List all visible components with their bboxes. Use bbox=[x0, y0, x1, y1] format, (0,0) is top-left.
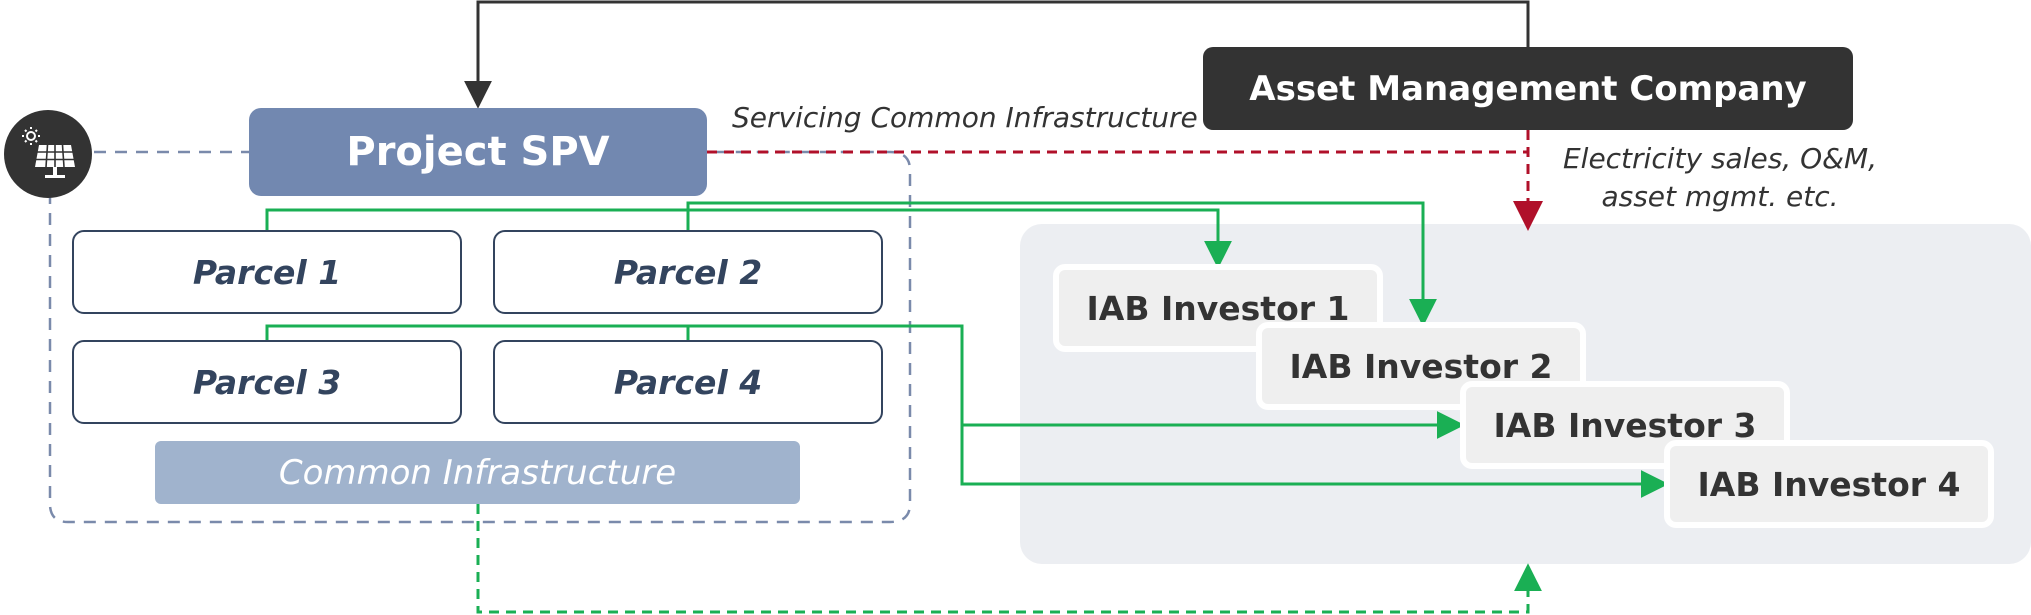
asset-management-company-label: Asset Management Company bbox=[1249, 68, 1807, 109]
investor-1-label: IAB Investor 1 bbox=[1086, 288, 1350, 328]
project-spv-label: Project SPV bbox=[346, 129, 610, 175]
spv-boundary bbox=[48, 150, 912, 524]
services-label-line1: Electricity sales, O&M, bbox=[1562, 142, 1878, 175]
common-infra-to-investors-arrow bbox=[476, 504, 1542, 614]
investor-2-label: IAB Investor 2 bbox=[1289, 346, 1553, 386]
parcel-3-label: Parcel 3 bbox=[192, 362, 342, 402]
parcel3-to-investor3-arrow bbox=[265, 324, 1465, 439]
investor-4-label: IAB Investor 4 bbox=[1697, 464, 1961, 504]
services-label-line2: asset mgmt. etc. bbox=[1601, 180, 1839, 213]
parcel-2-label: Parcel 2 bbox=[613, 252, 763, 292]
servicing-label: Servicing Common Infrastructure bbox=[732, 101, 1198, 134]
solar-panel-icon bbox=[4, 110, 92, 198]
parcel-4-label: Parcel 4 bbox=[613, 362, 763, 402]
amc-to-spv-arrow bbox=[464, 0, 1530, 109]
investor-4-box: IAB Investor 4 bbox=[1664, 440, 1994, 528]
parcel-3-box: Parcel 3 bbox=[72, 340, 462, 424]
common-infrastructure-box: Common Infrastructure bbox=[155, 441, 800, 504]
asset-management-company-box: Asset Management Company bbox=[1203, 47, 1853, 130]
project-spv-box: Project SPV bbox=[249, 108, 707, 196]
parcel-1-box: Parcel 1 bbox=[72, 230, 462, 314]
common-infrastructure-label: Common Infrastructure bbox=[278, 452, 677, 493]
investor-3-label: IAB Investor 3 bbox=[1493, 405, 1757, 445]
parcel1-to-investor1-arrow bbox=[265, 208, 1232, 269]
parcel-4-box: Parcel 4 bbox=[493, 340, 883, 424]
parcel-1-label: Parcel 1 bbox=[192, 252, 342, 292]
parcel2-to-investor2-arrow bbox=[686, 201, 1437, 327]
parcel4-to-investor4-arrow bbox=[686, 326, 1666, 484]
parcel-2-box: Parcel 2 bbox=[493, 230, 883, 314]
